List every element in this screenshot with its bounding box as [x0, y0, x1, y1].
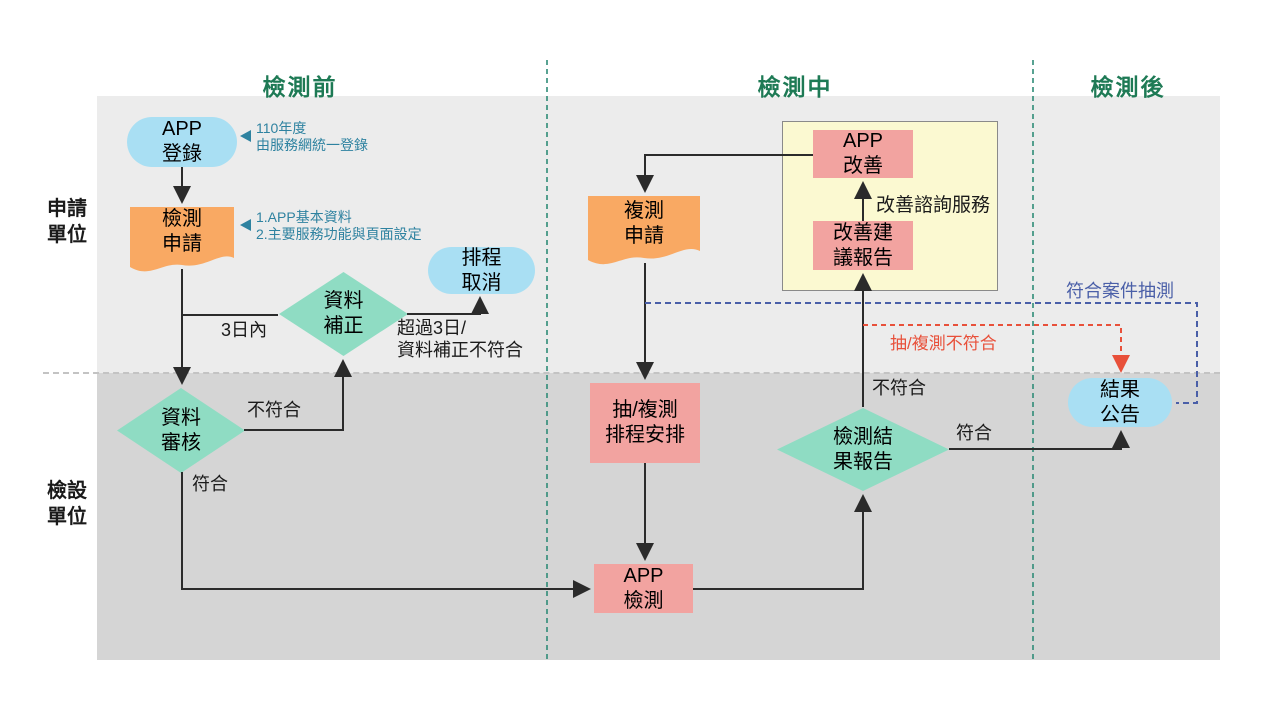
edge-label-over-3-days: 超過3日/ 資料補正不符合 [397, 318, 523, 360]
node-test-apply-shape [130, 207, 234, 272]
node-result-announce: 結果 公告 [1068, 378, 1172, 427]
edge-label-sample-fail: 抽/複測不符合 [890, 334, 997, 353]
edge-label-review-fail: 不符合 [247, 400, 301, 420]
node-test-apply-label: 檢測 申請 [162, 208, 202, 255]
node-retest-apply-shape [588, 196, 700, 265]
note-triangle-icon [240, 130, 251, 142]
node-improve-report: 改善建 議報告 [813, 221, 913, 270]
edge-label-within-3-days: 3日內 [221, 320, 268, 340]
note-register: 110年度 由服務網統一登錄 [256, 120, 368, 153]
lane-label-applicant: 申請 單位 [47, 198, 87, 246]
node-schedule-arrange: 抽/複測 排程安排 [590, 383, 700, 463]
phase-header-during: 檢測中 [757, 74, 833, 100]
edge-label-review-pass: 符合 [192, 474, 228, 494]
node-schedule-cancel: 排程 取消 [428, 247, 535, 294]
lane-divider-dashed-line [43, 372, 1220, 374]
node-app-test: APP 檢測 [594, 564, 693, 613]
edge-label-result-pass: 符合 [956, 423, 992, 443]
lane-label-inspector: 檢設 單位 [47, 480, 87, 528]
node-app-register: APP 登錄 [127, 117, 237, 167]
label-improve-service: 改善諮詢服務 [876, 195, 991, 216]
note-triangle-icon [240, 219, 251, 231]
phase-header-after: 檢測後 [1090, 74, 1166, 100]
edge-label-sample-pass: 符合案件抽測 [1066, 281, 1174, 301]
edge-label-result-fail: 不符合 [872, 378, 926, 398]
phase-header-before: 檢測前 [262, 74, 338, 100]
note-apply: 1.APP基本資料 2.主要服務功能與頁面設定 [256, 209, 422, 242]
node-retest-apply-label: 複測 申請 [624, 200, 664, 247]
node-app-improve: APP 改善 [813, 130, 913, 178]
